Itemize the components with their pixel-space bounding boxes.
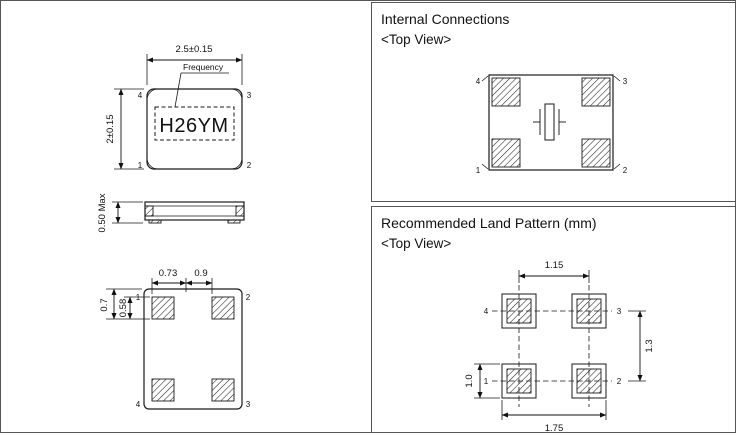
bottom-outline [143, 288, 243, 410]
frequency-callout: Frequency [174, 62, 229, 108]
internal-connections-title: Internal Connections [381, 11, 510, 27]
ic-pad-3 [581, 77, 611, 107]
bottom-pad-4 [151, 378, 175, 402]
ic-pad-2 [581, 138, 611, 168]
bottom-pad-2 [211, 296, 235, 320]
ic-package-outline [488, 74, 614, 171]
land-pattern-diagram: 1.15 1.75 1.3 1.0 [464, 260, 655, 434]
dim-outer-width-label: 1.75 [545, 423, 564, 434]
corner-castellation [230, 157, 243, 170]
dim-outer-width: 1.75 [501, 400, 607, 434]
dim-thickness: 0.50 Max [97, 193, 143, 233]
dim-row-pitch: 1.3 [628, 310, 655, 382]
dim-col-pitch: 1.15 [518, 260, 590, 283]
side-foot-pad [148, 219, 162, 224]
pin-4-label: 4 [138, 91, 143, 100]
pin-3-label: 3 [246, 400, 251, 409]
dim-thickness-label: 0.50 Max [97, 193, 108, 232]
bottom-pad-1 [151, 296, 175, 320]
corner-castellation [146, 157, 159, 170]
package-top-view: 2.5±0.15 2±0.15 H26YM Frequency [105, 44, 252, 170]
side-foot-pad [227, 219, 241, 224]
pin-4-label: 4 [476, 77, 481, 86]
bottom-pad-3 [211, 378, 235, 402]
marking-area-box [154, 106, 235, 141]
ic-pad-4 [491, 77, 521, 107]
crystal-symbol [533, 103, 566, 141]
side-body [144, 201, 245, 221]
dim-pad-pitch-label: 0.9 [194, 268, 207, 279]
part-marking: H26YM [159, 115, 228, 137]
internal-connections-panel: Internal Connections <Top View> 4 3 1 2 [371, 2, 736, 202]
corner-castellation [230, 88, 243, 101]
land-pattern-title: Recommended Land Pattern (mm) [381, 215, 597, 231]
pin-1-label: 1 [138, 161, 143, 170]
dim-pad-height: 1.0 [464, 363, 500, 399]
package-bottom-view: 0.73 0.9 0.7 0.58 1 2 [99, 268, 251, 410]
pin-1-label: 1 [136, 293, 141, 302]
dim-pad-height-label: 0.58 [118, 299, 129, 318]
package-dimension-drawings: 2.5±0.15 2±0.15 H26YM Frequency [97, 44, 252, 410]
land-pattern-panel: Recommended Land Pattern (mm) <Top View> [371, 206, 736, 434]
pin-4-label: 4 [136, 400, 141, 409]
pin-2-label: 2 [247, 161, 252, 170]
frequency-label: Frequency [183, 62, 224, 72]
pin-2-label: 2 [623, 166, 628, 175]
package-side-view: 0.50 Max [97, 193, 245, 233]
pin-3-label: 3 [247, 91, 252, 100]
dim-pad-height-label: 1.0 [464, 374, 475, 387]
internal-connections-subtitle: <Top View> [381, 32, 452, 47]
dims-left: 0.7 0.58 [99, 288, 150, 320]
pin-4-label: 4 [484, 307, 489, 316]
dim-pad-offset-label: 0.73 [159, 268, 178, 279]
package-outline [146, 88, 243, 170]
dim-width-label: 2.5±0.15 [176, 44, 213, 55]
dim-col-pitch-label: 1.15 [545, 260, 564, 271]
ic-pad-1 [491, 138, 521, 168]
side-end-cap [235, 205, 245, 217]
pin-2-label: 2 [617, 377, 622, 386]
dim-width: 2.5±0.15 [146, 44, 243, 85]
land-pattern-subtitle: <Top View> [381, 236, 452, 251]
land-pads [501, 293, 607, 399]
dim-height-label: 2±0.15 [105, 115, 116, 144]
pin-3-label: 3 [623, 77, 628, 86]
dims-top: 0.73 0.9 [151, 268, 213, 294]
dim-edge-offset-label: 0.7 [99, 298, 110, 311]
pin-2-label: 2 [246, 293, 251, 302]
pin-1-label: 1 [476, 166, 481, 175]
corner-castellation [146, 88, 159, 101]
side-end-cap [144, 205, 154, 217]
dim-row-pitch-label: 1.3 [644, 339, 655, 352]
dim-height: 2±0.15 [105, 88, 144, 170]
pin-1-label: 1 [484, 377, 489, 386]
pin-3-label: 3 [617, 307, 622, 316]
internal-connections-diagram: 4 3 1 2 [476, 74, 628, 175]
centerlines [492, 285, 612, 407]
package-drawing-area: 2.5±0.15 2±0.15 H26YM Frequency [2, 2, 370, 433]
